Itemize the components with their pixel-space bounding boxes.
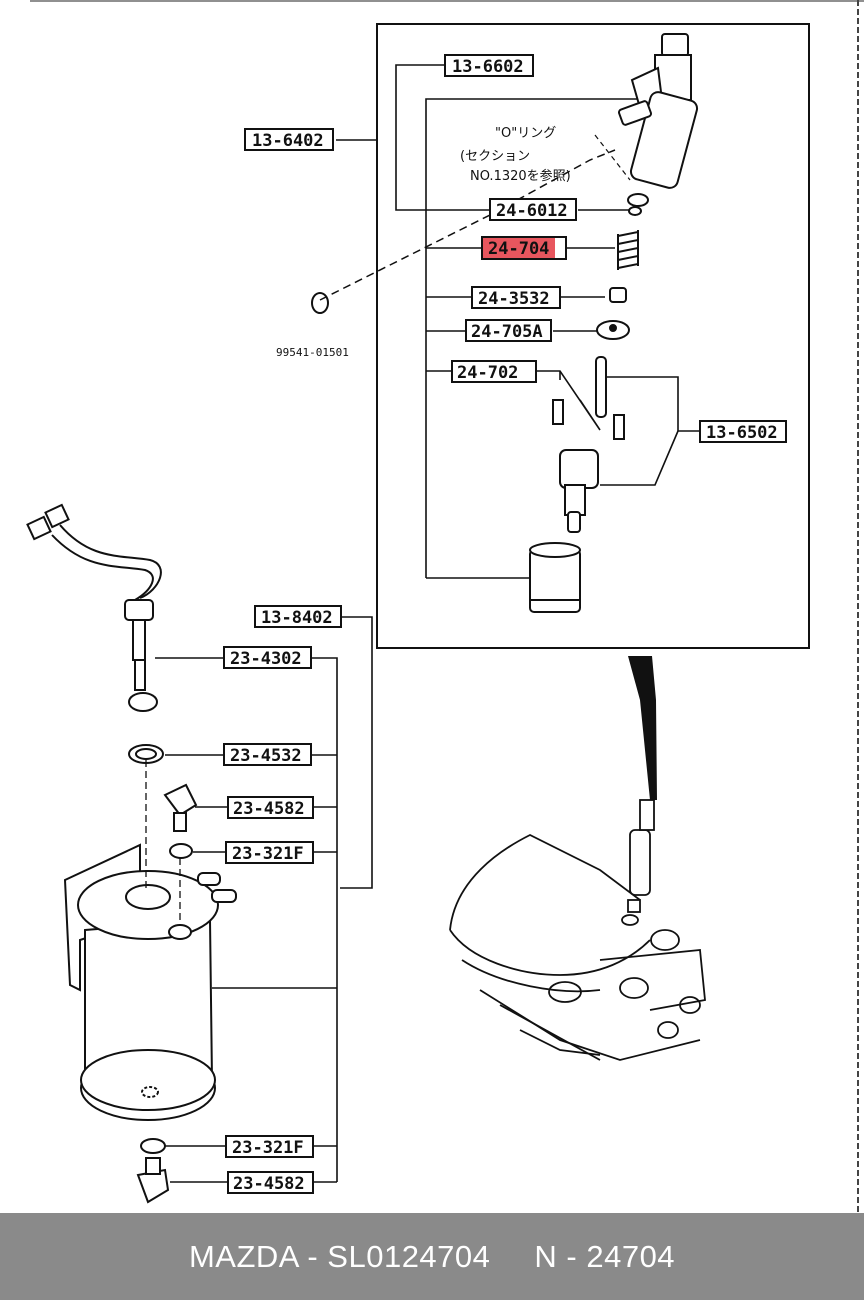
part-labels-lower: 13-8402 23-4302 23-4532 23-4582 23-321F … xyxy=(223,605,342,1194)
label-23-4582-b[interactable]: 23-4582 xyxy=(233,1174,305,1194)
label-24-3532[interactable]: 24-3532 xyxy=(478,289,550,309)
location-pointer xyxy=(628,656,657,800)
label-24-702[interactable]: 24-702 xyxy=(457,363,518,383)
seal-part-number: 99541-01501 xyxy=(276,346,349,359)
spring-24-704 xyxy=(617,230,639,270)
label-13-6502[interactable]: 13-6502 xyxy=(706,423,778,443)
engine-head-sketch xyxy=(449,799,706,1061)
water-sensor-harness xyxy=(26,503,162,712)
leader-lines-lower xyxy=(155,616,373,1183)
label-24-6012[interactable]: 24-6012 xyxy=(496,201,568,221)
label-23-321F-a[interactable]: 23-321F xyxy=(232,844,304,864)
label-24-705A[interactable]: 24-705A xyxy=(471,322,543,342)
label-23-4302[interactable]: 23-4302 xyxy=(230,649,302,669)
fuel-filter-body xyxy=(63,843,237,1121)
label-24-704[interactable]: 24-704 xyxy=(488,239,549,259)
label-13-6402[interactable]: 13-6402 xyxy=(252,131,324,151)
footer-bar: MAZDA - SL0124704 N - 24704 xyxy=(0,1213,864,1300)
label-23-4582-a[interactable]: 23-4582 xyxy=(233,799,305,819)
note-line-2: (セクション xyxy=(460,149,530,164)
o-ring-seal xyxy=(311,292,329,314)
highlight-24-704 xyxy=(482,237,555,259)
footer-text: MAZDA - SL0124704 N - 24704 xyxy=(167,1239,697,1275)
nozzle-holder-nut xyxy=(529,542,581,613)
part-labels-upper: 13-6602 13-6402 24-6012 24-704 24-3532 2… xyxy=(244,54,787,443)
injector-assembly xyxy=(618,33,699,216)
injector-inset-frame xyxy=(376,23,810,649)
parts-diagram: "O"リング (セクション NO.1320を参照) 99541-01501 13… xyxy=(26,0,864,1213)
leader-lines-upper xyxy=(336,64,700,579)
footer-brand: MAZDA - SL0124704 xyxy=(188,1238,491,1274)
footer-code: N - 24704 xyxy=(534,1238,676,1274)
label-23-4532[interactable]: 23-4532 xyxy=(230,746,302,766)
label-13-8402[interactable]: 13-8402 xyxy=(261,608,333,628)
nozzle-assembly xyxy=(552,356,625,533)
note-line-1: "O"リング xyxy=(495,126,556,141)
label-23-321F-b[interactable]: 23-321F xyxy=(232,1138,304,1158)
o-ring-leader xyxy=(319,149,616,301)
label-13-6602[interactable]: 13-6602 xyxy=(452,57,524,77)
note-line-3: NO.1320を参照) xyxy=(470,168,571,184)
small-parts xyxy=(596,287,630,340)
